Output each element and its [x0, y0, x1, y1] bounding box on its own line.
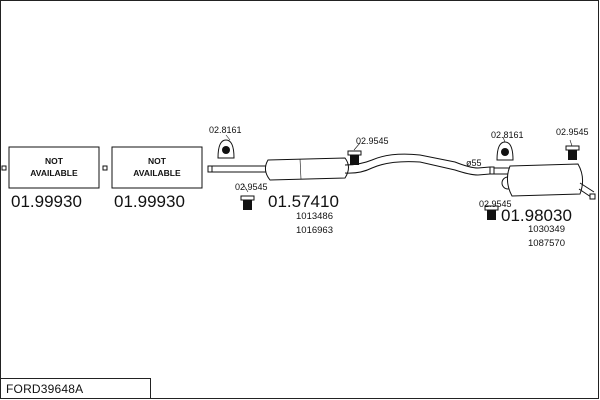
- box2-line2: AVAILABLE: [133, 168, 181, 178]
- rubber-hanger-icon-rear-2: [484, 205, 499, 220]
- box1-line1: NOT: [45, 156, 64, 166]
- end-marker-mid: [102, 165, 108, 171]
- rear-hanger-label-1: 02.9545: [556, 127, 589, 137]
- middle-hanger-label-2: 02.9545: [356, 136, 389, 146]
- end-marker-left: [1, 165, 7, 171]
- footer-code-box: FORD39648A: [0, 378, 151, 399]
- box2-line1: NOT: [148, 156, 167, 166]
- rubber-hanger-icon-rear-1: [565, 145, 580, 160]
- rubber-hanger-icon-2: [347, 142, 362, 165]
- rear-oem-ref-1: 1030349: [528, 224, 565, 235]
- middle-clamp-label: 02.8161: [209, 125, 242, 135]
- rear-oem-ref-2: 1087570: [528, 238, 565, 249]
- middle-part-number: 01.57410: [268, 192, 339, 211]
- rear-clamp-label: 02.8161: [491, 130, 524, 140]
- rear-silencer: [506, 163, 584, 197]
- rubber-hanger-icon: [240, 195, 255, 210]
- box2-part-number: 01.99930: [114, 192, 185, 211]
- clamp-icon: [217, 139, 235, 159]
- box1-line2: AVAILABLE: [30, 168, 78, 178]
- footer-code: FORD39648A: [6, 382, 84, 396]
- middle-silencer-assembly: [207, 134, 491, 210]
- middle-oem-ref-2: 1016963: [296, 225, 333, 236]
- rear-silencer-assembly: [484, 136, 596, 220]
- not-available-box-1: NOT AVAILABLE: [8, 146, 100, 189]
- middle-oem-ref-1: 1013486: [296, 211, 333, 222]
- pipe-diameter-label: ø55: [466, 158, 482, 168]
- rear-part-number: 01.98030: [501, 206, 572, 225]
- clamp-icon-rear: [496, 141, 514, 161]
- box1-part-number: 01.99930: [11, 192, 82, 211]
- middle-hanger-label-1: 02.9545: [235, 182, 268, 192]
- rear-hanger-label-2: 02.9545: [479, 199, 512, 209]
- not-available-box-2: NOT AVAILABLE: [111, 146, 203, 189]
- middle-silencer: [264, 157, 349, 181]
